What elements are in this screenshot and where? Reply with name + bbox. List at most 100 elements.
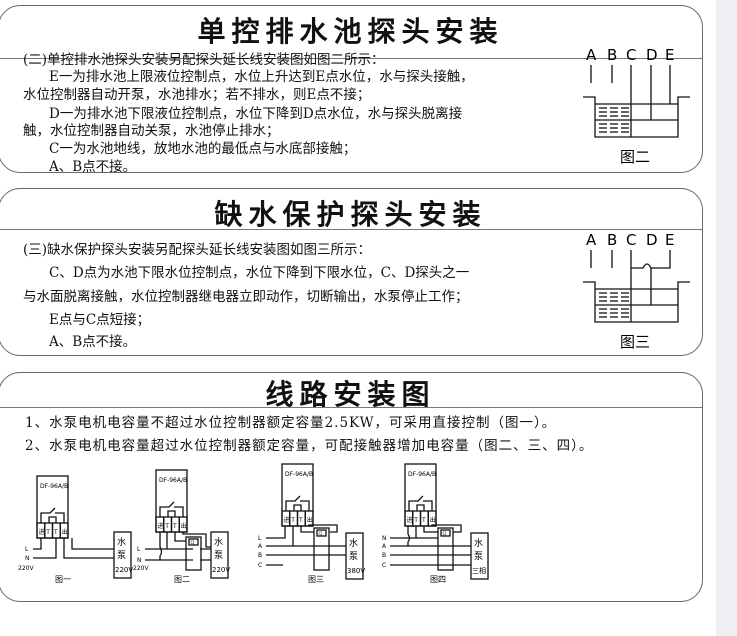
controller-model: DF-96A/B [285,471,313,478]
figure-caption: 图二 [620,148,650,166]
divider [0,58,702,59]
section-low-water-protection: 缺水保护探头安装 (三)缺水保护探头安装另配探头延长线安装图如图三所示： C、D… [0,188,703,356]
controller-model: DF-96A/B [159,477,187,484]
section-title: 缺水保护探头安装 [214,198,487,231]
section-wiring-diagrams: 线路安装图 1、水泵电机电容量不超过水位控制器额定容量2.5KW，可采用直接控制… [0,372,703,602]
terminal-label: 出 [181,522,187,530]
page-margin-strip [716,0,737,636]
text-line: E点与C点短接； [49,312,151,328]
section-title: 单控排水池探头安装 [197,15,504,48]
text-line: 1、水泵电机电容量不超过水位控制器额定容量2.5KW，可采用直接控制（图一）。 [25,415,557,431]
supply-line-label: N [25,555,30,562]
pump-label: 泵 [214,550,223,561]
text-line: 触，水位控制器自动关泵，水池停止排水； [23,123,280,139]
text-line: A、B点不接。 [49,334,137,350]
wires [145,532,211,561]
contactor-box [185,536,202,571]
supply-line-label: A [382,543,387,550]
terminal-label: 进 [39,528,45,536]
probe-label: B [607,231,617,249]
supply-line-label: A [258,543,263,550]
pump-rating: 220V [212,566,230,574]
text-line: E一为排水池上限液位控制点，水位上升达到E点水位，水与探头接触， [49,69,474,85]
relay-switch [408,495,433,511]
probe-label: C [626,231,636,249]
text-line: 2、水泵电机电容量超过水位控制器额定容量，可配接触器增加电容量（图二、三、四）。 [25,438,594,454]
supply-line-label: C [382,562,386,569]
text-line: 水位控制器自动开泵，水池排水；若不排水，则E点不接； [23,87,371,103]
terminal-label: T [164,523,169,530]
terminal-label: 出 [307,516,313,524]
probe-label: C [626,46,636,64]
text-line: 与水面脱离接触，水位控制器继电器立即动作，切断输出，水泵停止工作； [23,289,469,305]
figure-caption: 图四 [430,575,446,584]
probe-label: B [607,46,617,64]
section-single-drain-probe: 单控排水池探头安装 (二)单控排水池探头安装另配探头延长线安装图如图二所示： E… [0,5,703,175]
pump-label: 水 [117,536,126,548]
controller-model: DF-96A/B [40,483,68,490]
probe-d-e-short [631,250,671,305]
contactor-label: CJ [319,531,323,536]
pump-label: 泵 [117,550,126,561]
figure-caption: 图三 [620,333,650,351]
terminal-label: T [290,517,295,524]
probe-label: A [586,46,597,64]
relay-switch [159,501,184,517]
pump-box [210,531,229,579]
pump-label: 泵 [474,551,483,562]
contactor-coil [188,538,199,546]
contactor-box [437,527,454,571]
terminal-label: 进 [158,522,164,530]
contactor-coil [440,529,451,537]
probe-label: E [665,231,674,249]
pump-rating: 380V [347,567,365,575]
pump-box [113,531,132,579]
contactor-label: CJ [191,540,195,545]
wires [266,524,346,566]
terminal-label: T [421,517,426,524]
pump-rating: 220V [115,566,133,574]
supply-line-label: L [25,546,29,553]
probe-label: E [665,46,674,64]
terminal-label: T [413,517,418,524]
pump-box [345,532,364,580]
figure-caption: 图二 [174,575,190,584]
divider [0,229,702,230]
contactor-box [313,527,330,571]
tank-outline [583,96,690,138]
probe-label: D [646,231,658,249]
pump-box [470,532,489,580]
tank-outline [583,281,690,323]
figure-caption: 图一 [55,575,71,584]
contactor-coil [316,529,327,537]
text-line: (三)缺水保护探头安装另配探头延长线安装图如图三所示： [23,242,372,258]
terminal-label: T [298,517,303,524]
divider [0,407,702,408]
supply-line-label: B [258,552,262,559]
probe-label: D [646,46,658,64]
terminal-label: 出 [430,516,436,524]
terminal-label: T [53,529,58,536]
supply-line-label: L [137,546,141,553]
supply-line-label: C [258,562,262,569]
pump-label: 水 [474,537,483,549]
voltage-note: 220V [133,565,149,572]
probe-label: A [586,231,597,249]
figure-caption: 图三 [308,575,324,584]
terminal-label: 进 [407,516,413,524]
wires [33,538,114,559]
controller-model: DF-96A/B [408,471,436,478]
supply-line-label: N [137,557,142,564]
supply-line-label: B [382,552,386,559]
voltage-note: 220V [18,565,34,572]
terminal-label: 出 [62,528,68,536]
pump-rating: 三相 [472,566,486,575]
pump-label: 水 [214,536,223,548]
